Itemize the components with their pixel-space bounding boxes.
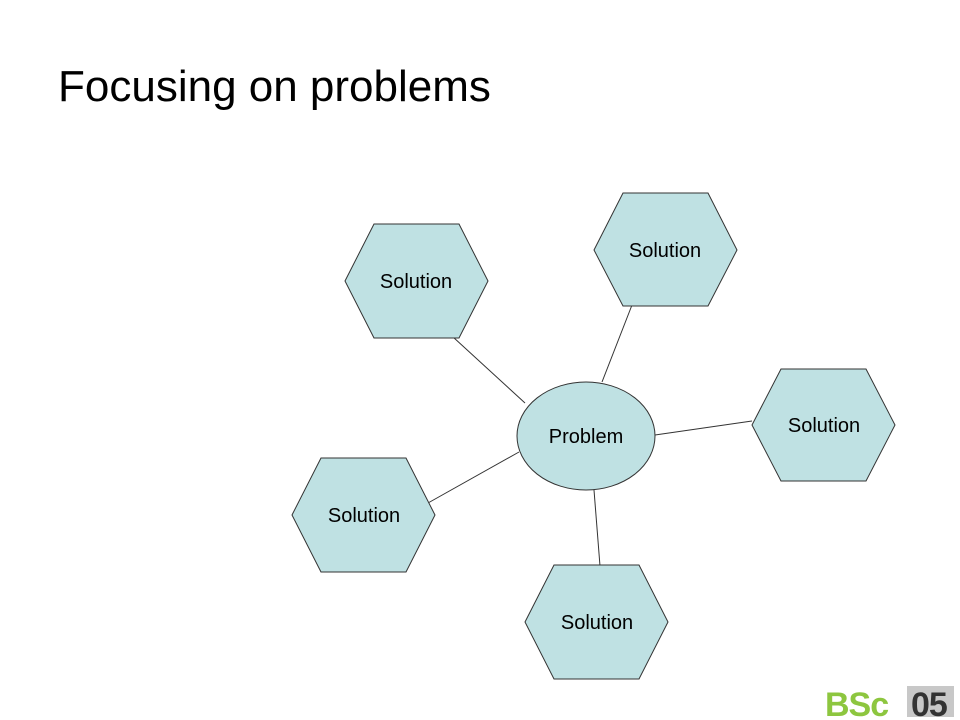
solution-node: Solution bbox=[344, 223, 489, 339]
solution-label: Solution bbox=[629, 240, 701, 262]
solution-node: Solution bbox=[291, 457, 436, 573]
solution-node: Solution bbox=[593, 192, 738, 307]
connector-line bbox=[427, 451, 520, 504]
logo-text-right: 05 bbox=[911, 686, 947, 720]
logo-badge-background bbox=[907, 686, 954, 717]
solution-node: Solution bbox=[751, 368, 896, 482]
connector-line bbox=[601, 304, 633, 383]
problem-label: Problem bbox=[549, 426, 623, 448]
logo-text-left: BSc bbox=[825, 686, 888, 720]
solution-label: Solution bbox=[561, 612, 633, 634]
connector-line bbox=[654, 420, 753, 436]
solution-label: Solution bbox=[788, 415, 860, 437]
problem-node: Problem bbox=[516, 381, 656, 491]
solution-label: Solution bbox=[328, 505, 400, 527]
slide-title: Focusing on problems bbox=[58, 62, 491, 111]
connector-line bbox=[452, 336, 526, 404]
solution-label: Solution bbox=[380, 271, 452, 293]
solution-node: Solution bbox=[524, 564, 669, 680]
connector-line bbox=[593, 489, 601, 567]
